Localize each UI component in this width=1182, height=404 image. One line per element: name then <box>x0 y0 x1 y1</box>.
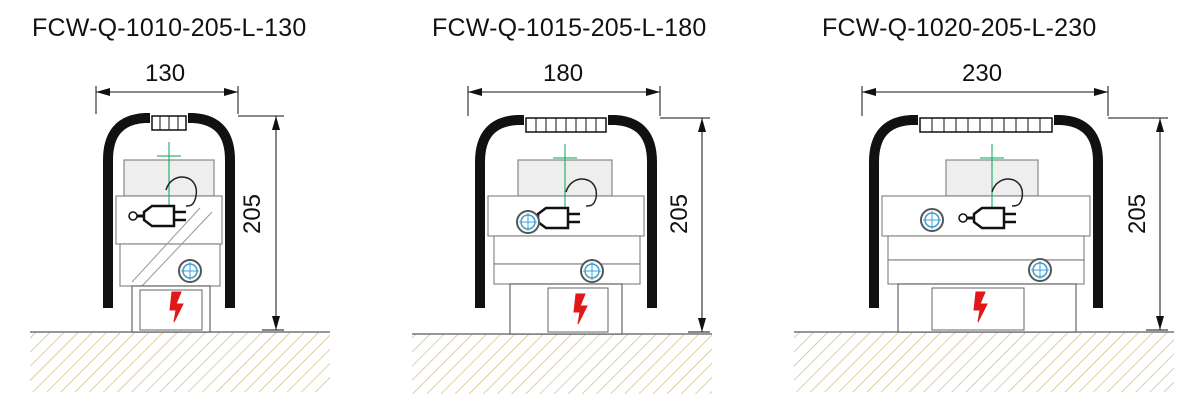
panel-2-title: FCW-Q-1015-205-L-180 <box>432 14 707 42</box>
casing-right <box>188 113 235 308</box>
panel-2-width-label: 180 <box>543 60 584 87</box>
panel-3-title: FCW-Q-1020-205-L-230 <box>822 14 1097 42</box>
panel-1-height-label: 205 <box>239 193 267 235</box>
panel-2-drawing <box>412 86 712 394</box>
panel-3-drawing <box>794 86 1174 392</box>
panel-3-width-label: 230 <box>962 60 1003 87</box>
panel-1-width-label: 130 <box>145 60 186 87</box>
panel-3-height-label: 205 <box>1124 193 1152 235</box>
panel-2-height-label: 205 <box>666 193 694 235</box>
panel-1-drawing <box>30 86 330 392</box>
casing-left <box>103 113 150 308</box>
panel-1-title: FCW-Q-1010-205-L-130 <box>32 14 307 42</box>
floor-hatch <box>30 332 330 392</box>
